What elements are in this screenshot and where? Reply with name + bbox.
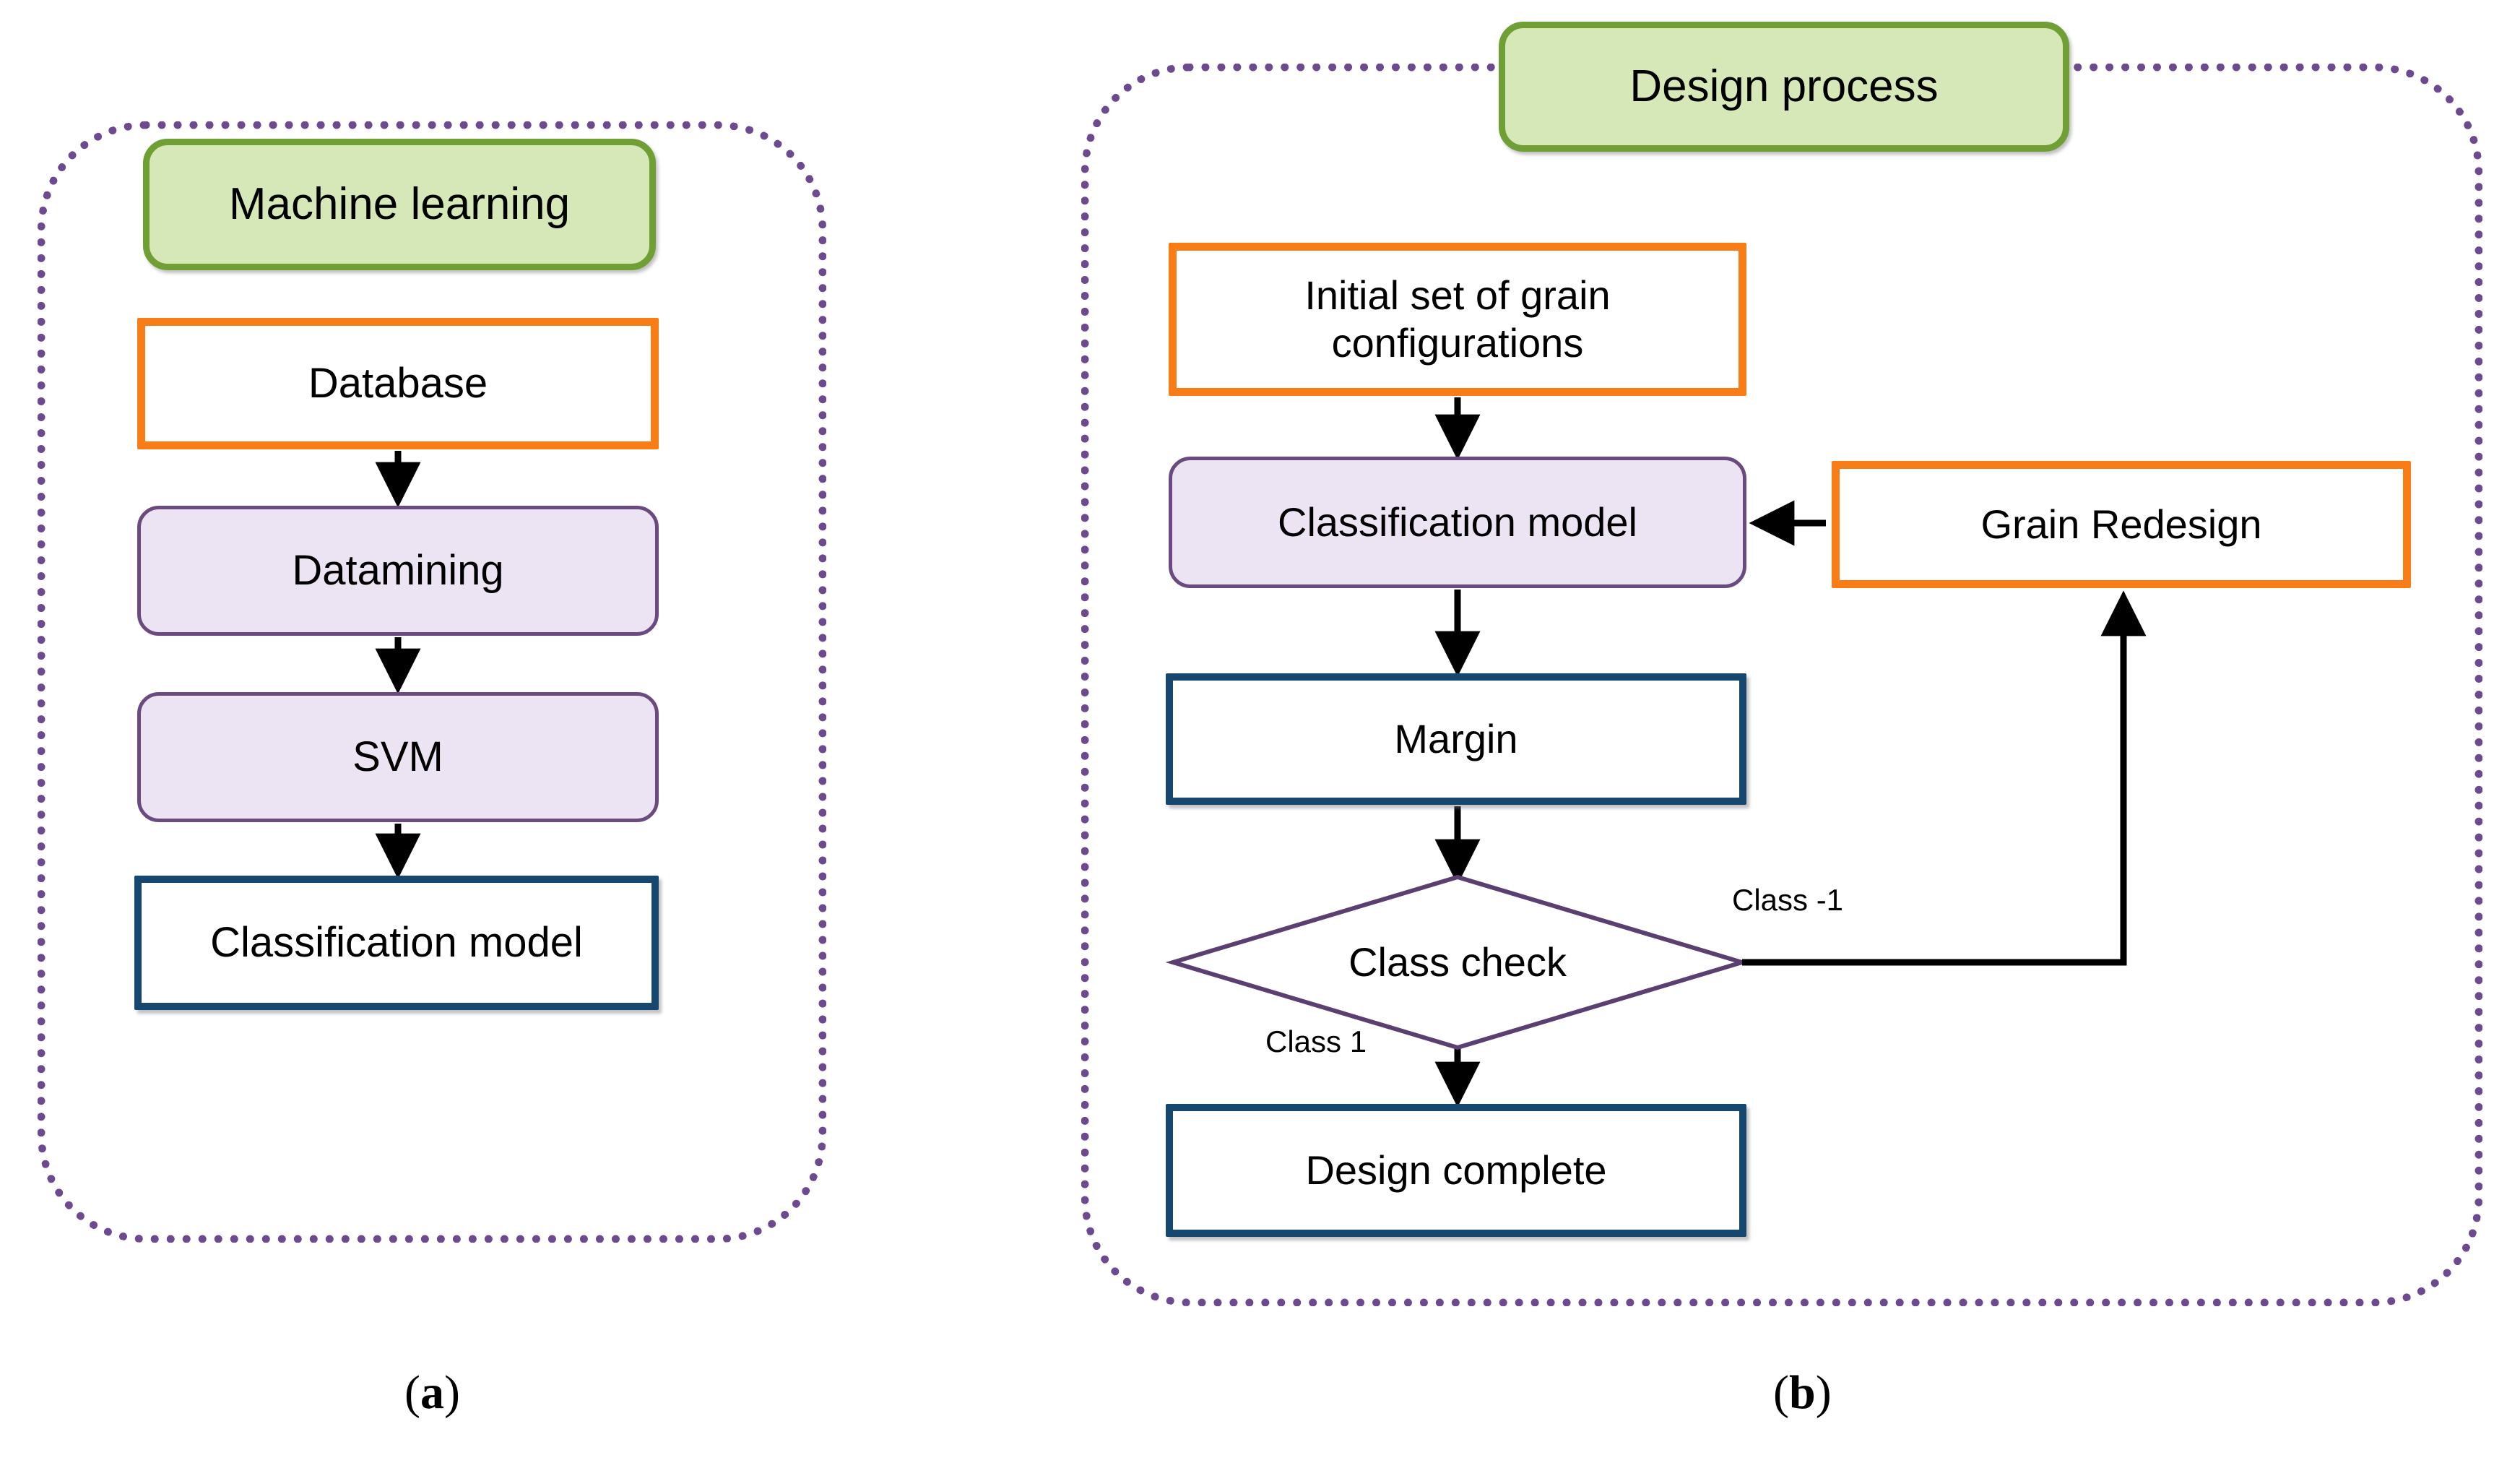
node-classification-model-a[interactable]: Classification model <box>134 876 659 1010</box>
node-database[interactable]: Database <box>137 318 659 449</box>
node-classification-model-a-label: Classification model <box>210 918 583 966</box>
panel-b-title-box: Design process <box>1499 22 2069 152</box>
node-classification-model-b-label: Classification model <box>1278 499 1637 545</box>
node-design-complete-label: Design complete <box>1305 1147 1607 1193</box>
node-datamining-label: Datamining <box>292 546 504 594</box>
caption-b: (b) <box>1773 1366 1832 1419</box>
node-svm-label: SVM <box>352 733 443 780</box>
caption-a: (a) <box>404 1366 460 1419</box>
node-datamining[interactable]: Datamining <box>137 506 659 636</box>
node-classification-model-b[interactable]: Classification model <box>1169 457 1746 588</box>
caption-b-letter: b <box>1788 1366 1816 1419</box>
edge-label-class-negative-one: Class -1 <box>1732 883 1844 917</box>
node-grain-redesign[interactable]: Grain Redesign <box>1832 461 2411 588</box>
panel-a-title-box: Machine learning <box>143 139 656 270</box>
caption-a-letter: a <box>420 1366 444 1419</box>
node-initial-grain-configurations-label: Initial set of grain configurations <box>1304 272 1611 366</box>
node-grain-redesign-label: Grain Redesign <box>1980 501 2262 547</box>
node-margin[interactable]: Margin <box>1166 673 1746 805</box>
edge-label-class-one: Class 1 <box>1265 1024 1367 1058</box>
panel-a-title-label: Machine learning <box>228 179 571 230</box>
node-class-check[interactable]: Class check <box>1173 919 1742 1006</box>
node-margin-label: Margin <box>1394 715 1518 761</box>
panel-b-title-label: Design process <box>1629 61 1939 112</box>
node-design-complete[interactable]: Design complete <box>1166 1104 1746 1237</box>
node-database-label: Database <box>308 359 488 407</box>
node-class-check-label: Class check <box>1348 938 1567 985</box>
panel-a-dotted-container <box>38 121 826 1243</box>
node-svm[interactable]: SVM <box>137 692 659 822</box>
node-initial-grain-configurations[interactable]: Initial set of grain configurations <box>1169 243 1746 396</box>
